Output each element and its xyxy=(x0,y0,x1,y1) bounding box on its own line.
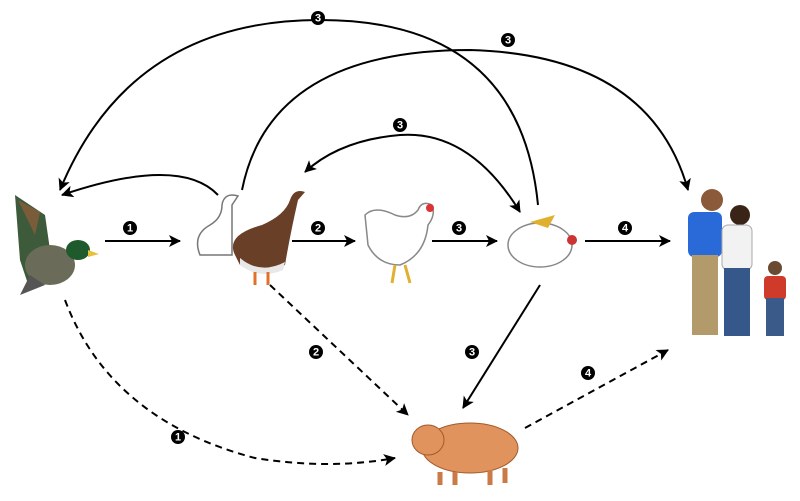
badge-circle xyxy=(393,118,407,132)
badge-circle xyxy=(452,221,466,235)
badge-label: 4 xyxy=(622,223,629,235)
step-badge: 1 xyxy=(171,430,185,444)
step-badge: 2 xyxy=(309,345,323,359)
step-badge: 3 xyxy=(311,11,325,25)
badge-label: 1 xyxy=(127,223,133,235)
step-badge: 2 xyxy=(311,221,325,235)
step-badge: 3 xyxy=(501,33,515,47)
badge-circle xyxy=(311,11,325,25)
step-badge: 3 xyxy=(452,221,466,235)
edges xyxy=(58,18,691,466)
badge-circle xyxy=(581,366,595,380)
step-badge: 4 xyxy=(581,366,595,380)
badge-label: 3 xyxy=(397,120,403,132)
badge-label: 3 xyxy=(505,35,511,47)
badge-circle xyxy=(123,221,137,235)
badge-label: 2 xyxy=(313,347,319,359)
badges: 1 1 2 2 3 3 4 4 3 3 3 xyxy=(123,11,632,444)
badge-label: 3 xyxy=(469,347,475,359)
badge-circle xyxy=(618,221,632,235)
badge-circle xyxy=(501,33,515,47)
arrow-wild-duck-to-pig xyxy=(64,299,396,466)
quail-icon xyxy=(507,215,577,268)
arrow-quail-to-chicken xyxy=(304,133,521,213)
arrow-domestic-ducks-geese-to-pig xyxy=(269,284,409,416)
step-badge: 3 xyxy=(465,345,479,359)
badge-label: 3 xyxy=(315,13,321,25)
arrow-domestic-ducks-geese-to-wild-duck xyxy=(61,174,219,198)
badge-label: 1 xyxy=(175,432,181,444)
badge-circle xyxy=(171,430,185,444)
wild-duck-icon xyxy=(15,195,99,295)
step-badge: 4 xyxy=(618,221,632,235)
step-badge: 3 xyxy=(393,118,407,132)
badge-label: 4 xyxy=(585,368,592,380)
badge-circle xyxy=(311,221,325,235)
badge-circle xyxy=(309,345,323,359)
pig-icon xyxy=(411,422,519,485)
badge-label: 3 xyxy=(456,223,462,235)
human-family-icon xyxy=(688,189,786,336)
badge-label: 2 xyxy=(315,223,321,235)
chicken-icon xyxy=(364,202,435,284)
arrow-pig-to-humans xyxy=(524,349,669,429)
arrow-domestic-ducks-geese-to-humans xyxy=(241,48,691,191)
badge-circle xyxy=(465,345,479,359)
duck-goose-icon xyxy=(196,191,305,285)
arrow-quail-to-pig xyxy=(462,284,541,409)
step-badge: 1 xyxy=(123,221,137,235)
